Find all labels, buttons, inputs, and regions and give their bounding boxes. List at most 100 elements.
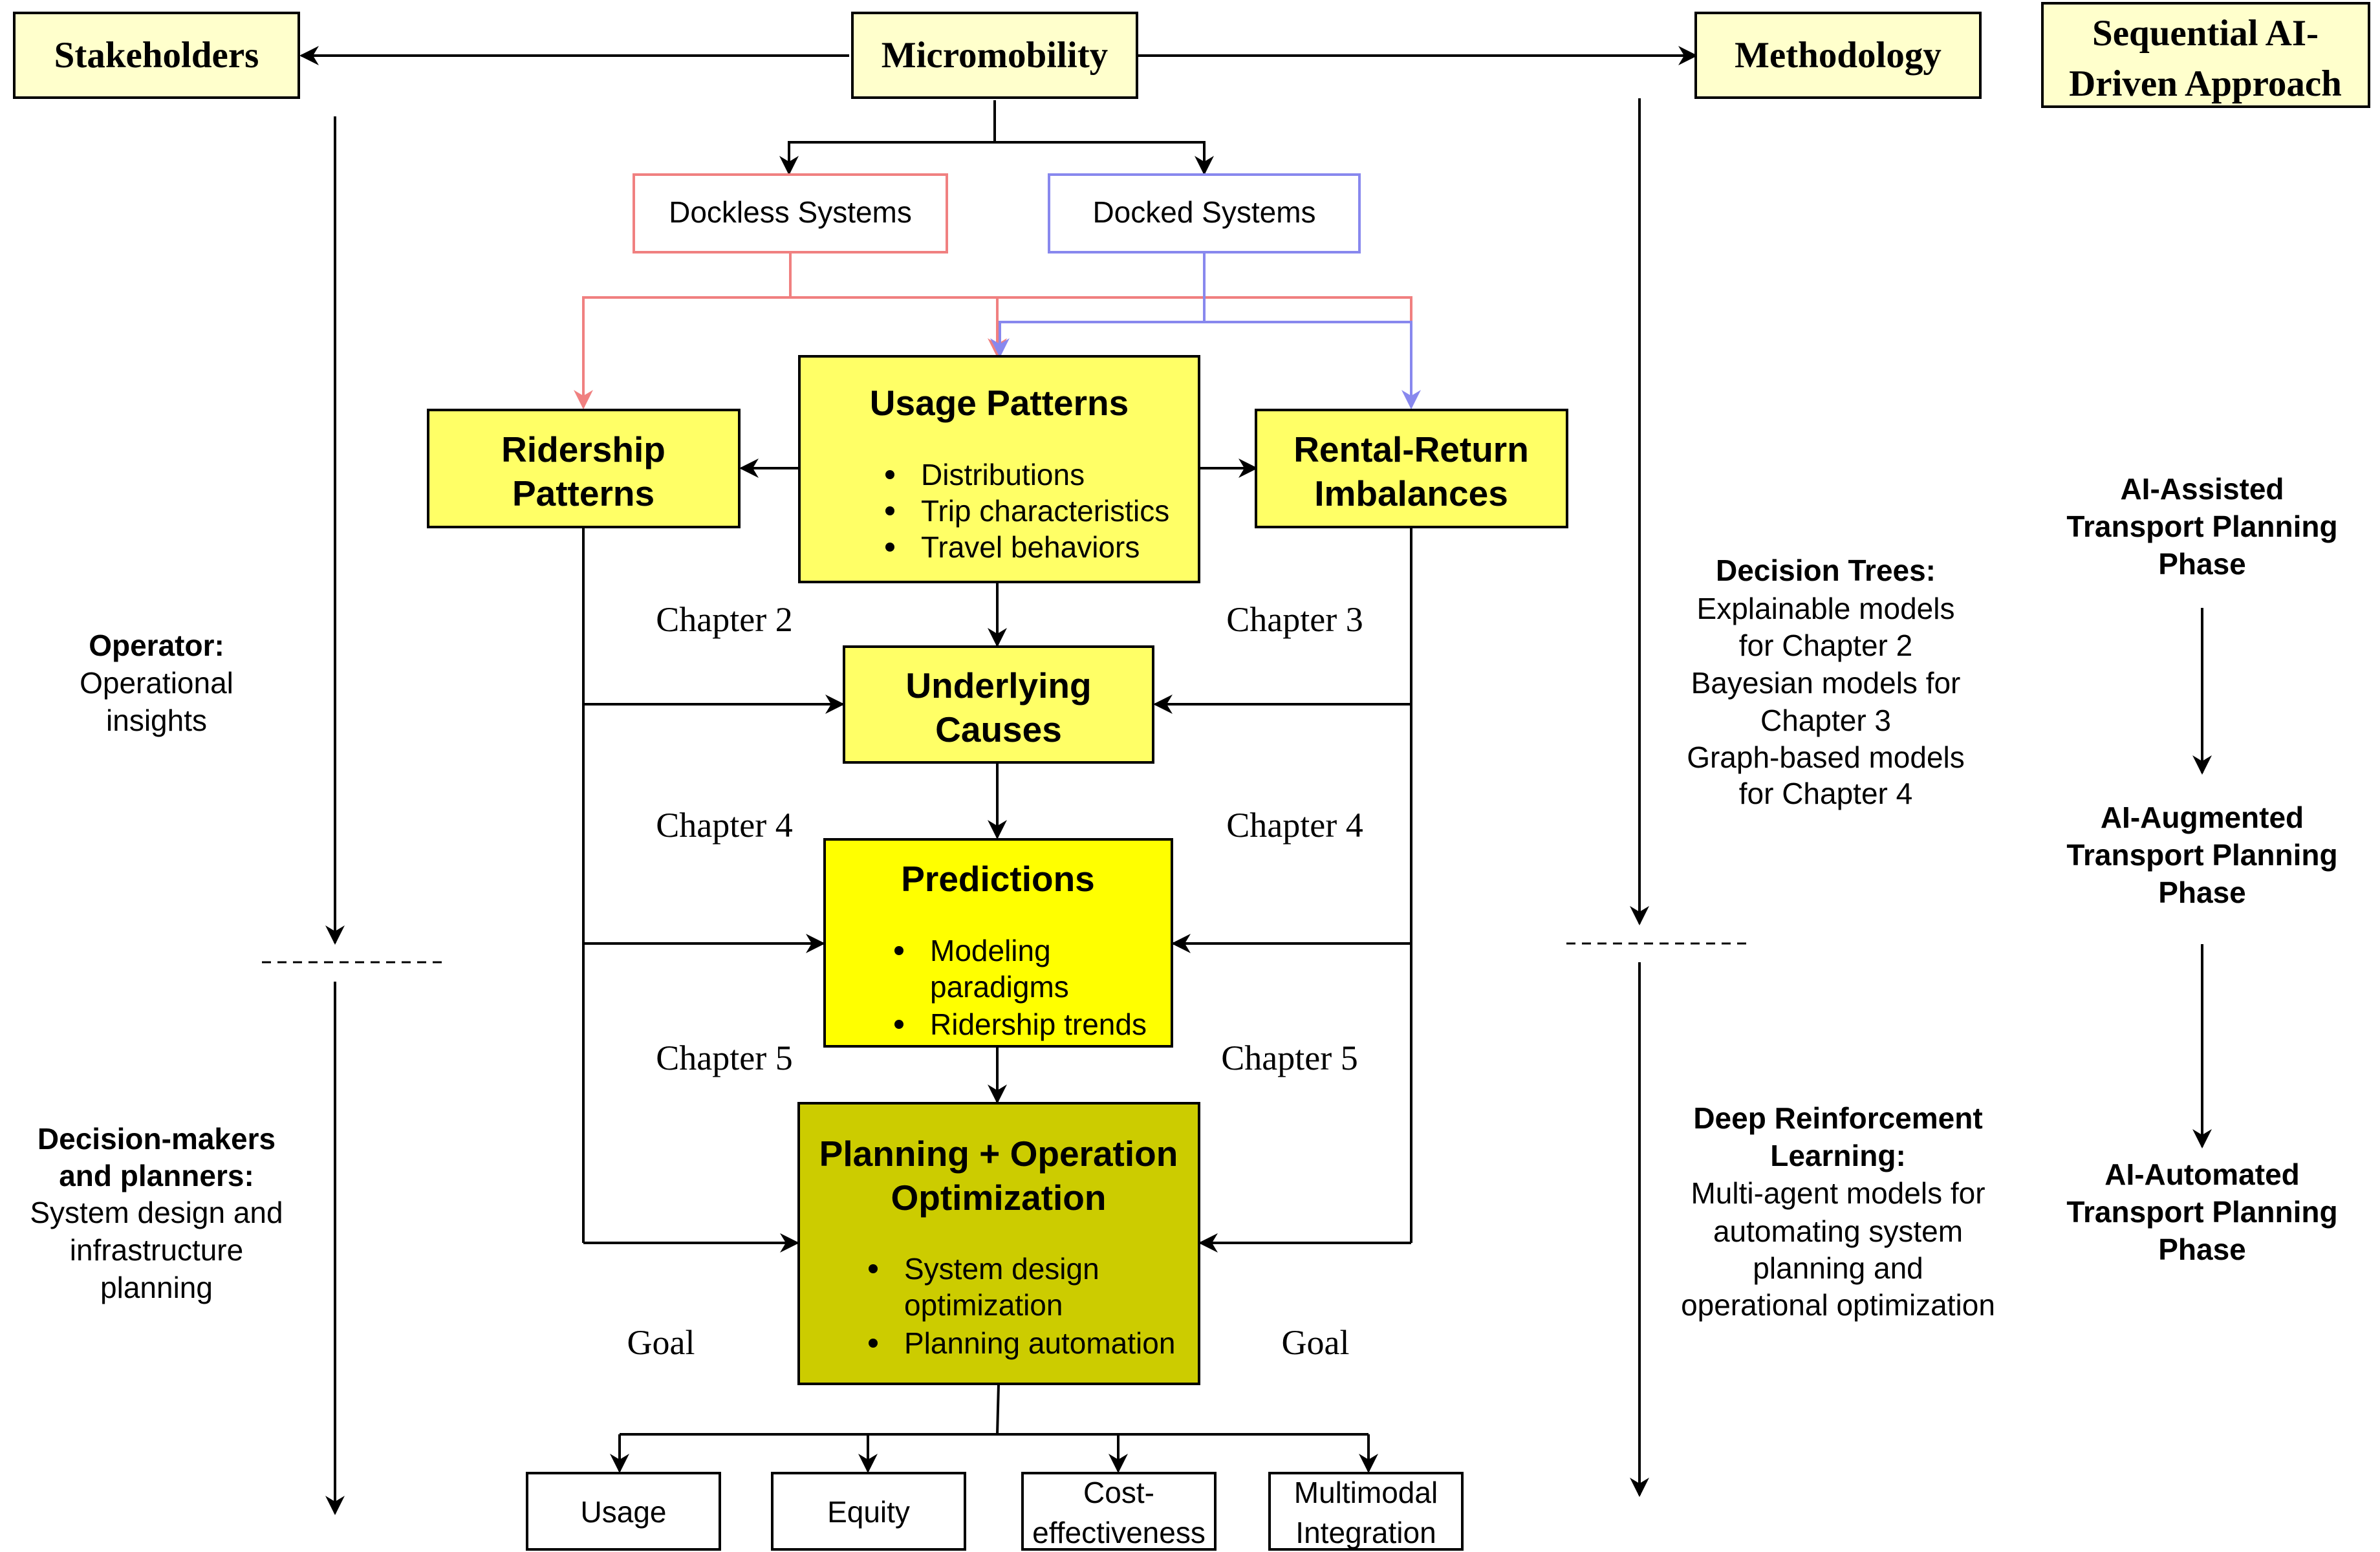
drl-label-line2: Learning: [1770,1139,1906,1172]
usage-bullet-1: Distributions [921,458,1085,491]
planning-title-line1: Planning + Operation [819,1134,1178,1174]
bullet-dot [885,543,894,552]
phase1-line-2: Transport Planning [2066,510,2337,543]
planning-optimization-box: Planning + Operation Optimization System… [797,1102,1200,1385]
planning-bullet-2: Planning automation [904,1326,1175,1360]
rental-title-line2: Imbalances [1314,473,1508,513]
micromobility-label: Micromobility [882,35,1108,76]
goal-usage-label: Usage [581,1495,667,1529]
drl-label-line1: Deep Reinforcement [1693,1101,1982,1135]
predictions-bullet-1-line2: paradigms [930,970,1069,1004]
bullet-dot [885,506,894,515]
drl-line-2: automating system [1713,1214,1963,1248]
ridership-title-line2: Patterns [512,473,654,513]
dockless-systems-box: Dockless Systems [633,173,948,253]
decision-makers-line-3: planning [100,1271,213,1304]
usage-bullet-2: Trip characteristics [921,494,1169,528]
goal-multimodal-box: Multimodal Integration [1268,1472,1464,1551]
goal-equity-label: Equity [827,1495,910,1529]
phase2-line-3: Phase [2158,876,2246,909]
chapter-5-left-label: Chapter 5 [656,1039,792,1077]
arrow-to-docked [995,141,1214,175]
docked-to-rental-arrow [1204,321,1421,409]
predictions-bullet-1-line1: Modeling [930,934,1051,967]
chapter-4-right-label: Chapter 4 [1226,806,1363,845]
drl-line-1: Multi-agent models for [1691,1176,1985,1210]
predictions-box: Predictions Modeling paradigms Ridership… [823,838,1173,1048]
goal-usage-box: Usage [526,1472,721,1551]
decision-trees-label: Decision Trees: [1716,554,1936,587]
usage-bullet-3: Travel behaviors [921,530,1140,564]
phase3-line-2: Transport Planning [2066,1195,2337,1229]
goal-cost-box: Cost- effectiveness [1021,1472,1217,1551]
decision-trees-line-4: Chapter 3 [1760,704,1891,737]
phase3-line-3: Phase [2158,1233,2246,1266]
chapter-5-right-label: Chapter 5 [1221,1039,1358,1077]
operator-line-1: Operational [80,666,233,700]
dockless-label: Dockless Systems [669,195,912,229]
goal-equity-box: Equity [771,1472,966,1551]
header-micromobility: Micromobility [851,12,1138,99]
bullet-dot [894,1020,903,1029]
dockless-to-usage-arrow [790,296,1007,358]
decision-makers-label-line2: and planners: [59,1159,254,1192]
underlying-causes-box: Underlying Causes [843,645,1154,764]
chapter-2-label: Chapter 2 [656,600,792,639]
decision-trees-line-1: Explainable models [1697,592,1955,625]
rental-title-line1: Rental-Return [1293,429,1529,469]
ridership-patterns-box: Ridership Patterns [427,409,741,528]
approach-label-line2: Driven Approach [2069,63,2342,104]
drl-line-3: planning and [1753,1251,1923,1285]
decision-trees-line-6: for Chapter 4 [1739,777,1912,810]
usage-patterns-box: Usage Patterns Distributions Trip charac… [798,355,1200,583]
planning-bullet-1-line1: System design [904,1252,1099,1286]
goal-multimodal-label-line1: Multimodal [1294,1476,1438,1509]
usage-patterns-title: Usage Patterns [870,383,1129,423]
arrow-to-dockless [779,100,996,175]
goal-cost-label-line2: effectiveness [1032,1516,1206,1549]
operator-line-2: insights [106,704,207,737]
chapter-labels: Chapter 2 Chapter 3 Chapter 4 Chapter 4 … [627,600,1363,1362]
decision-trees-line-2: for Chapter 2 [1739,629,1912,662]
docked-systems-box: Docked Systems [1048,173,1361,253]
decision-makers-label-line1: Decision-makers [38,1122,276,1156]
ridership-title-line1: Ridership [501,429,665,469]
causes-title-line2: Causes [935,709,1062,749]
header-sequential-approach: Sequential AI- Driven Approach [2041,2,2370,108]
decision-makers-line-1: System design and [30,1196,283,1229]
stakeholders-column: Operator: Operational insights Decision-… [30,629,283,1304]
dockless-to-rental-line [997,296,1412,323]
bullet-dot [869,1264,878,1273]
methodology-label: Methodology [1735,35,1942,76]
phase1-line-1: AI-Assisted [2120,472,2284,506]
chapter-3-label: Chapter 3 [1226,600,1363,639]
goal-left-label: Goal [627,1323,695,1362]
phase3-line-1: AI-Automated [2104,1158,2300,1191]
approach-label-line1: Sequential AI- [2092,13,2319,54]
header-stakeholders: Stakeholders [13,12,300,99]
phase1-line-3: Phase [2158,547,2246,581]
decision-trees-line-5: Graph-based models [1687,740,1965,774]
operator-label: Operator: [89,629,224,662]
phase2-line-2: Transport Planning [2066,838,2337,872]
stakeholders-label: Stakeholders [54,35,259,76]
rental-return-box: Rental-Return Imbalances [1255,409,1568,528]
goal-multimodal-label-line2: Integration [1295,1516,1436,1549]
bullet-dot [885,470,894,479]
bullet-dot [869,1339,878,1348]
predictions-title: Predictions [901,859,1095,899]
bullet-dot [894,946,903,955]
causes-title-line1: Underlying [905,665,1091,706]
decision-trees-line-3: Bayesian models for [1691,666,1961,700]
dockless-to-ridership-arrow [574,252,792,409]
planning-bullet-1-line2: optimization [904,1288,1063,1322]
goal-cost-label-line1: Cost- [1083,1476,1154,1509]
drl-line-4: operational optimization [1681,1288,1995,1322]
methodology-column: Decision Trees: Explainable models for C… [1681,554,1995,1322]
planning-to-goals-line [620,1383,1368,1436]
docked-label: Docked Systems [1092,195,1315,229]
connectors [262,46,2212,1515]
phase2-line-1: AI-Augmented [2101,801,2304,834]
decision-makers-line-2: infrastructure [70,1233,243,1267]
